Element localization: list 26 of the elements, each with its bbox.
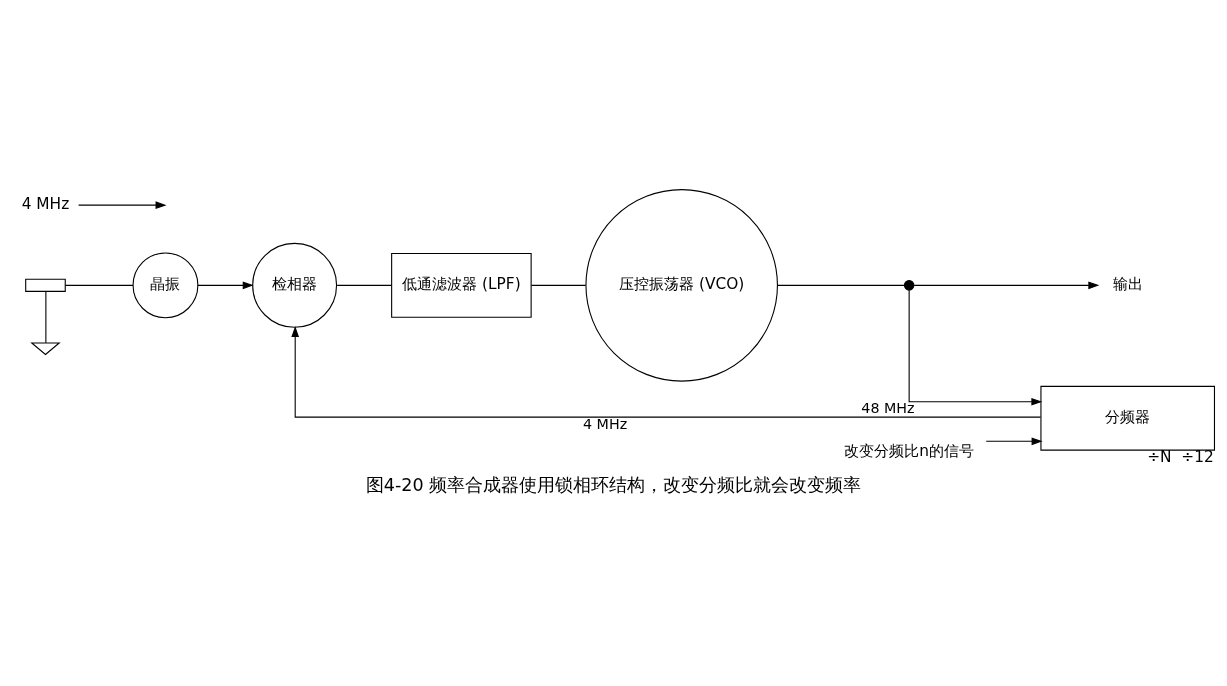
connector: [336, 284, 392, 286]
node-box: 分频器: [1040, 385, 1216, 451]
node-box: 低通滤波器 (LPF): [391, 252, 532, 318]
node-dot: [903, 280, 915, 291]
node-circle: 检相器: [252, 242, 338, 328]
arrow: [78, 201, 167, 209]
node-circle: 晶振: [132, 252, 199, 319]
connector: [776, 284, 905, 286]
arrow: [985, 437, 1043, 446]
node-label: ÷N ÷12: [1147, 448, 1214, 467]
connector: [64, 284, 134, 286]
node-crystal: [25, 278, 66, 292]
arrow: [197, 281, 254, 290]
edge-label: 4 MHz: [583, 415, 628, 432]
arrow: [913, 281, 1100, 290]
edge-label: 48 MHz: [861, 400, 915, 417]
connector: [530, 284, 587, 286]
connector: [45, 290, 47, 344]
caption: 图4-20 频率合成器使用锁相环结构，改变分频比就会改变频率: [365, 474, 862, 495]
node-circle: 压控振荡器 (VCO): [585, 189, 778, 382]
node-text: 输出: [1112, 275, 1143, 294]
arrow: [291, 326, 1042, 418]
arrow: [908, 289, 1043, 406]
node-ground: [30, 342, 61, 356]
node-text: 4 MHz: [21, 195, 70, 214]
node-text: 改变分频比n的信号: [844, 442, 975, 461]
